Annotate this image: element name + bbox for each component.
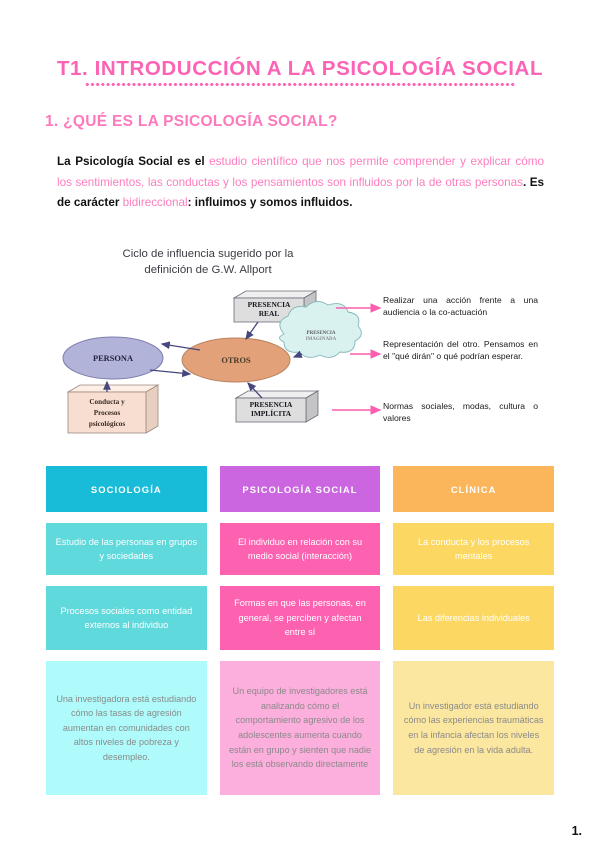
table-header-row: SOCIOLOGÍA PSICOLOGÍA SOCIAL CLÍNICA: [46, 466, 555, 512]
title-dotted-underline: [84, 83, 516, 86]
page-title-text: T1. INTRODUCCIÓN A LA PSICOLOGÍA SOCIAL: [56, 57, 544, 80]
table-cell-r3c2: Un equipo de investigadores está analiza…: [219, 661, 381, 795]
paragraph-segment-1: La Psicología Social es el: [57, 155, 210, 168]
table-cell-r2c1: Procesos sociales como entidad externos …: [46, 586, 207, 650]
table-cell-r2c3: Las diferencias individuales: [393, 586, 555, 650]
table-header-clinica: CLÍNICA: [393, 466, 555, 512]
paragraph-segment-4: bidireccional: [122, 196, 188, 209]
page-number: 1.: [571, 824, 582, 838]
table-row: Procesos sociales como entidad externos …: [46, 586, 555, 650]
label-presencia-imaginada-1: PRESENCIA: [307, 331, 336, 336]
node-conducta-procesos: [66, 384, 160, 434]
node-presencia-implicita: [234, 390, 320, 423]
allport-influence-diagram: PERSONA OTROS PRESENCIA REAL PRESENCIA I…: [50, 288, 560, 446]
node-persona: [62, 336, 164, 380]
comparison-table: SOCIOLOGÍA PSICOLOGÍA SOCIAL CLÍNICA Est…: [46, 466, 555, 806]
table-header-psicologia-social: PSICOLOGÍA SOCIAL: [219, 466, 381, 512]
table-cell-r2c2: Formas en que las personas, en general, …: [219, 586, 381, 650]
label-otros: OTROS: [221, 356, 251, 365]
diagram-caption-line-2: definición de G.W. Allport: [144, 264, 272, 276]
label-persona: PERSONA: [93, 354, 133, 363]
table-row: Una investigadora está estudiando cómo l…: [46, 661, 555, 795]
table-cell-r1c1: Estudio de las personas en grupos y soci…: [46, 523, 207, 575]
table-header-sociologia: SOCIOLOGÍA: [46, 466, 207, 512]
table-cell-r3c1: Una investigadora está estudiando cómo l…: [46, 661, 207, 795]
label-presencia-implicita-1: PRESENCIA: [250, 400, 293, 409]
intro-paragraph: La Psicología Social es el estudio cient…: [57, 152, 544, 214]
table-cell-r1c2: El individuo en relación con su medio so…: [219, 523, 381, 575]
diagram-annotation-2: Representación del otro. Pensamos en el …: [383, 339, 538, 362]
node-otros: [181, 337, 291, 383]
diagram-annotation-3: Normas sociales, modas, cultura o valore…: [383, 401, 538, 424]
label-presencia-real-1: PRESENCIA: [248, 300, 291, 309]
label-presencia-imaginada-2: IMAGINADA: [306, 337, 337, 342]
paragraph-segment-3: . Es de carácter: [57, 175, 545, 210]
table-row: Estudio de las personas en grupos y soci…: [46, 523, 555, 575]
paragraph-segment-2: estudio científico que nos permite compr…: [57, 155, 544, 189]
diagram-caption: Ciclo de influencia sugerido por la defi…: [88, 246, 328, 278]
section-heading: 1. ¿QUÉ ES LA PSICOLOGÍA SOCIAL?: [45, 113, 338, 130]
diagram-annotation-1: Realizar una acción frente a una audienc…: [383, 295, 538, 318]
diagram-caption-line-1: Ciclo de influencia sugerido por la: [122, 248, 294, 260]
paragraph-segment-5: : influimos y somos influidos.: [187, 196, 353, 209]
label-presencia-implicita-2: IMPLÍCITA: [251, 408, 292, 418]
label-conducta-1: Conducta y: [89, 398, 125, 406]
label-conducta-2: Procesos: [94, 409, 121, 417]
node-presencia-imaginada: [279, 301, 362, 358]
table-cell-r3c3: Un investigador está estudiando cómo las…: [393, 661, 555, 795]
label-presencia-real-2: REAL: [259, 309, 280, 318]
page-title: T1. INTRODUCCIÓN A LA PSICOLOGÍA SOCIAL: [0, 57, 600, 86]
table-cell-r1c3: La conducta y los procesos mentales: [393, 523, 555, 575]
label-conducta-3: psicológicos: [89, 420, 126, 428]
